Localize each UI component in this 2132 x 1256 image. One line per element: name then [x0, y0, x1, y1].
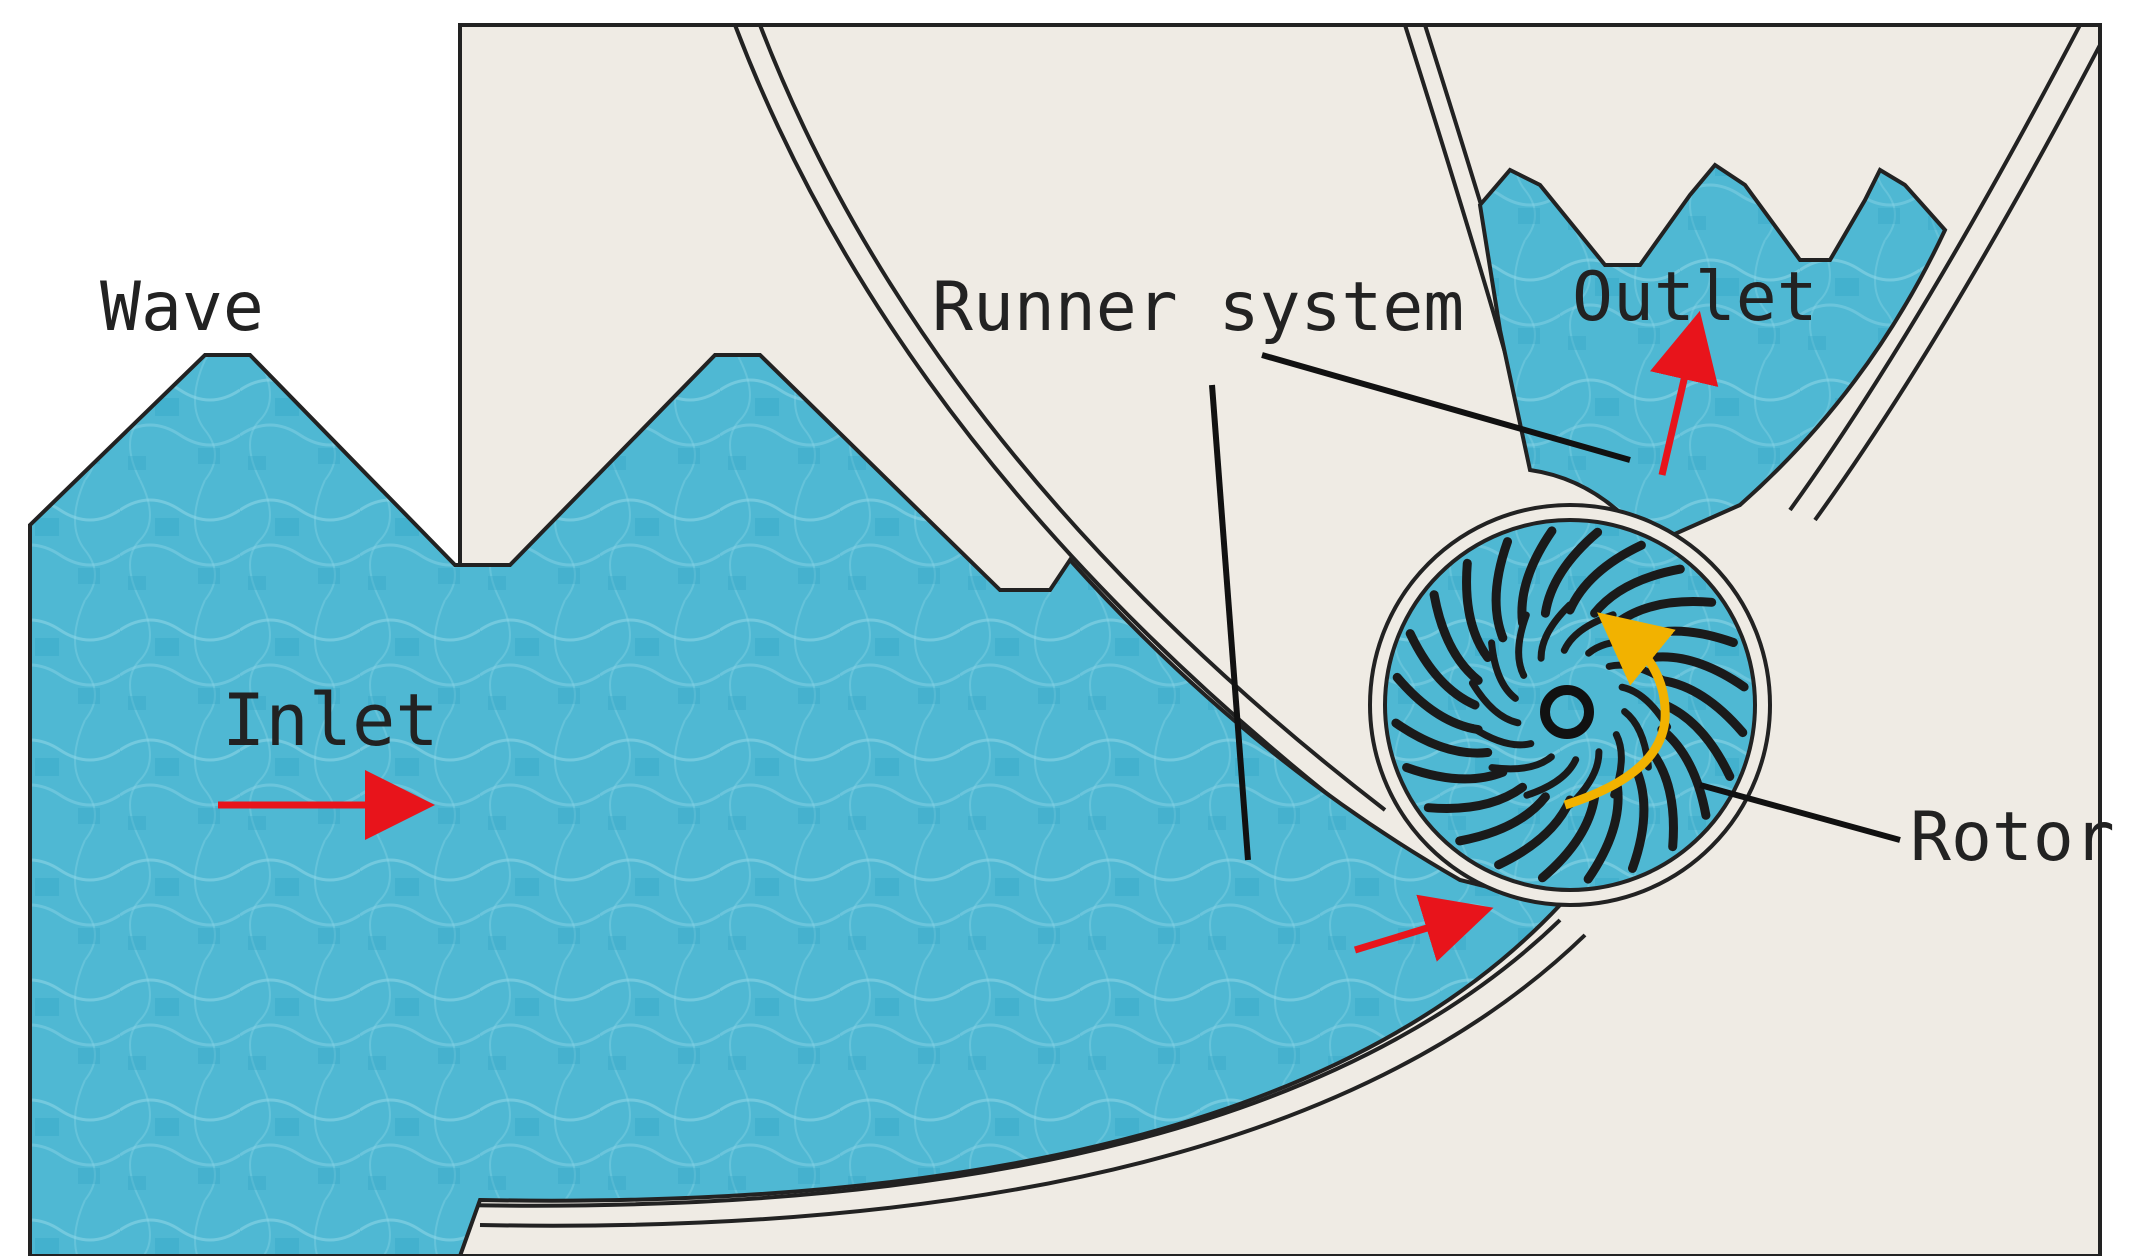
- rotor-blade: [1468, 679, 1522, 727]
- rotor-blade: [1494, 795, 1575, 870]
- bottom-duct-wall-a: [459, 918, 1562, 1208]
- rotor-casing-inner: [1383, 518, 1757, 892]
- inlet-water: [28, 353, 1564, 1256]
- rotor-blade: [1455, 792, 1550, 846]
- rotor-blade: [1402, 763, 1508, 784]
- runner-system-label: Runner system: [932, 268, 1464, 347]
- wave-label: Wave: [100, 268, 264, 347]
- rotor-blade: [1583, 782, 1623, 884]
- outer-duct-wall-inner: [758, 24, 1387, 812]
- runner-system-leader-2: [1261, 352, 1631, 463]
- rotor-blade: [1423, 782, 1527, 813]
- bottom-duct-wall-b: [479, 933, 1587, 1228]
- rotor-blade: [1657, 725, 1711, 820]
- inlet-label: Inlet: [222, 678, 439, 762]
- rotor-hub: [1540, 685, 1594, 739]
- rotor-blade: [1488, 639, 1519, 702]
- rotor-blade: [1469, 724, 1535, 749]
- rotation-arrow: [1563, 612, 1676, 810]
- rotor-blade: [1647, 748, 1678, 852]
- rotor-blade: [1515, 611, 1530, 679]
- rotor-blade: [1488, 753, 1555, 773]
- rotor-blade: [1565, 540, 1646, 615]
- outlet-flow-arrow: [1650, 310, 1719, 476]
- rotor-blade: [1660, 700, 1735, 781]
- rotor-blade: [1590, 564, 1685, 618]
- rotor-blade: [1628, 767, 1649, 873]
- rotor-label: Rotor: [1910, 798, 2115, 877]
- outlet-duct-wall-right-a: [1788, 24, 2082, 512]
- rotor-blade: [1429, 590, 1483, 685]
- rotor-blades: [1391, 526, 1749, 884]
- rotor-leader: [1699, 782, 1901, 843]
- runner-system-leader-1: [1209, 384, 1251, 861]
- rotor-blade: [1491, 537, 1512, 643]
- outlet-label: Outlet: [1572, 258, 1818, 337]
- rotor-blade: [1462, 558, 1493, 662]
- outlet-duct-wall-right-b: [1813, 44, 2102, 522]
- rotor-blade: [1391, 718, 1493, 758]
- rotor-blade: [1537, 792, 1600, 883]
- runner-flow-arrow: [1353, 894, 1494, 962]
- rotor-blade: [1517, 526, 1557, 628]
- outer-duct-wall-outer: [733, 24, 1362, 822]
- rotor-blade: [1537, 601, 1574, 662]
- rotor-blade: [1523, 756, 1580, 799]
- rotor-blade: [1405, 629, 1480, 710]
- rotor-blade: [1540, 527, 1603, 618]
